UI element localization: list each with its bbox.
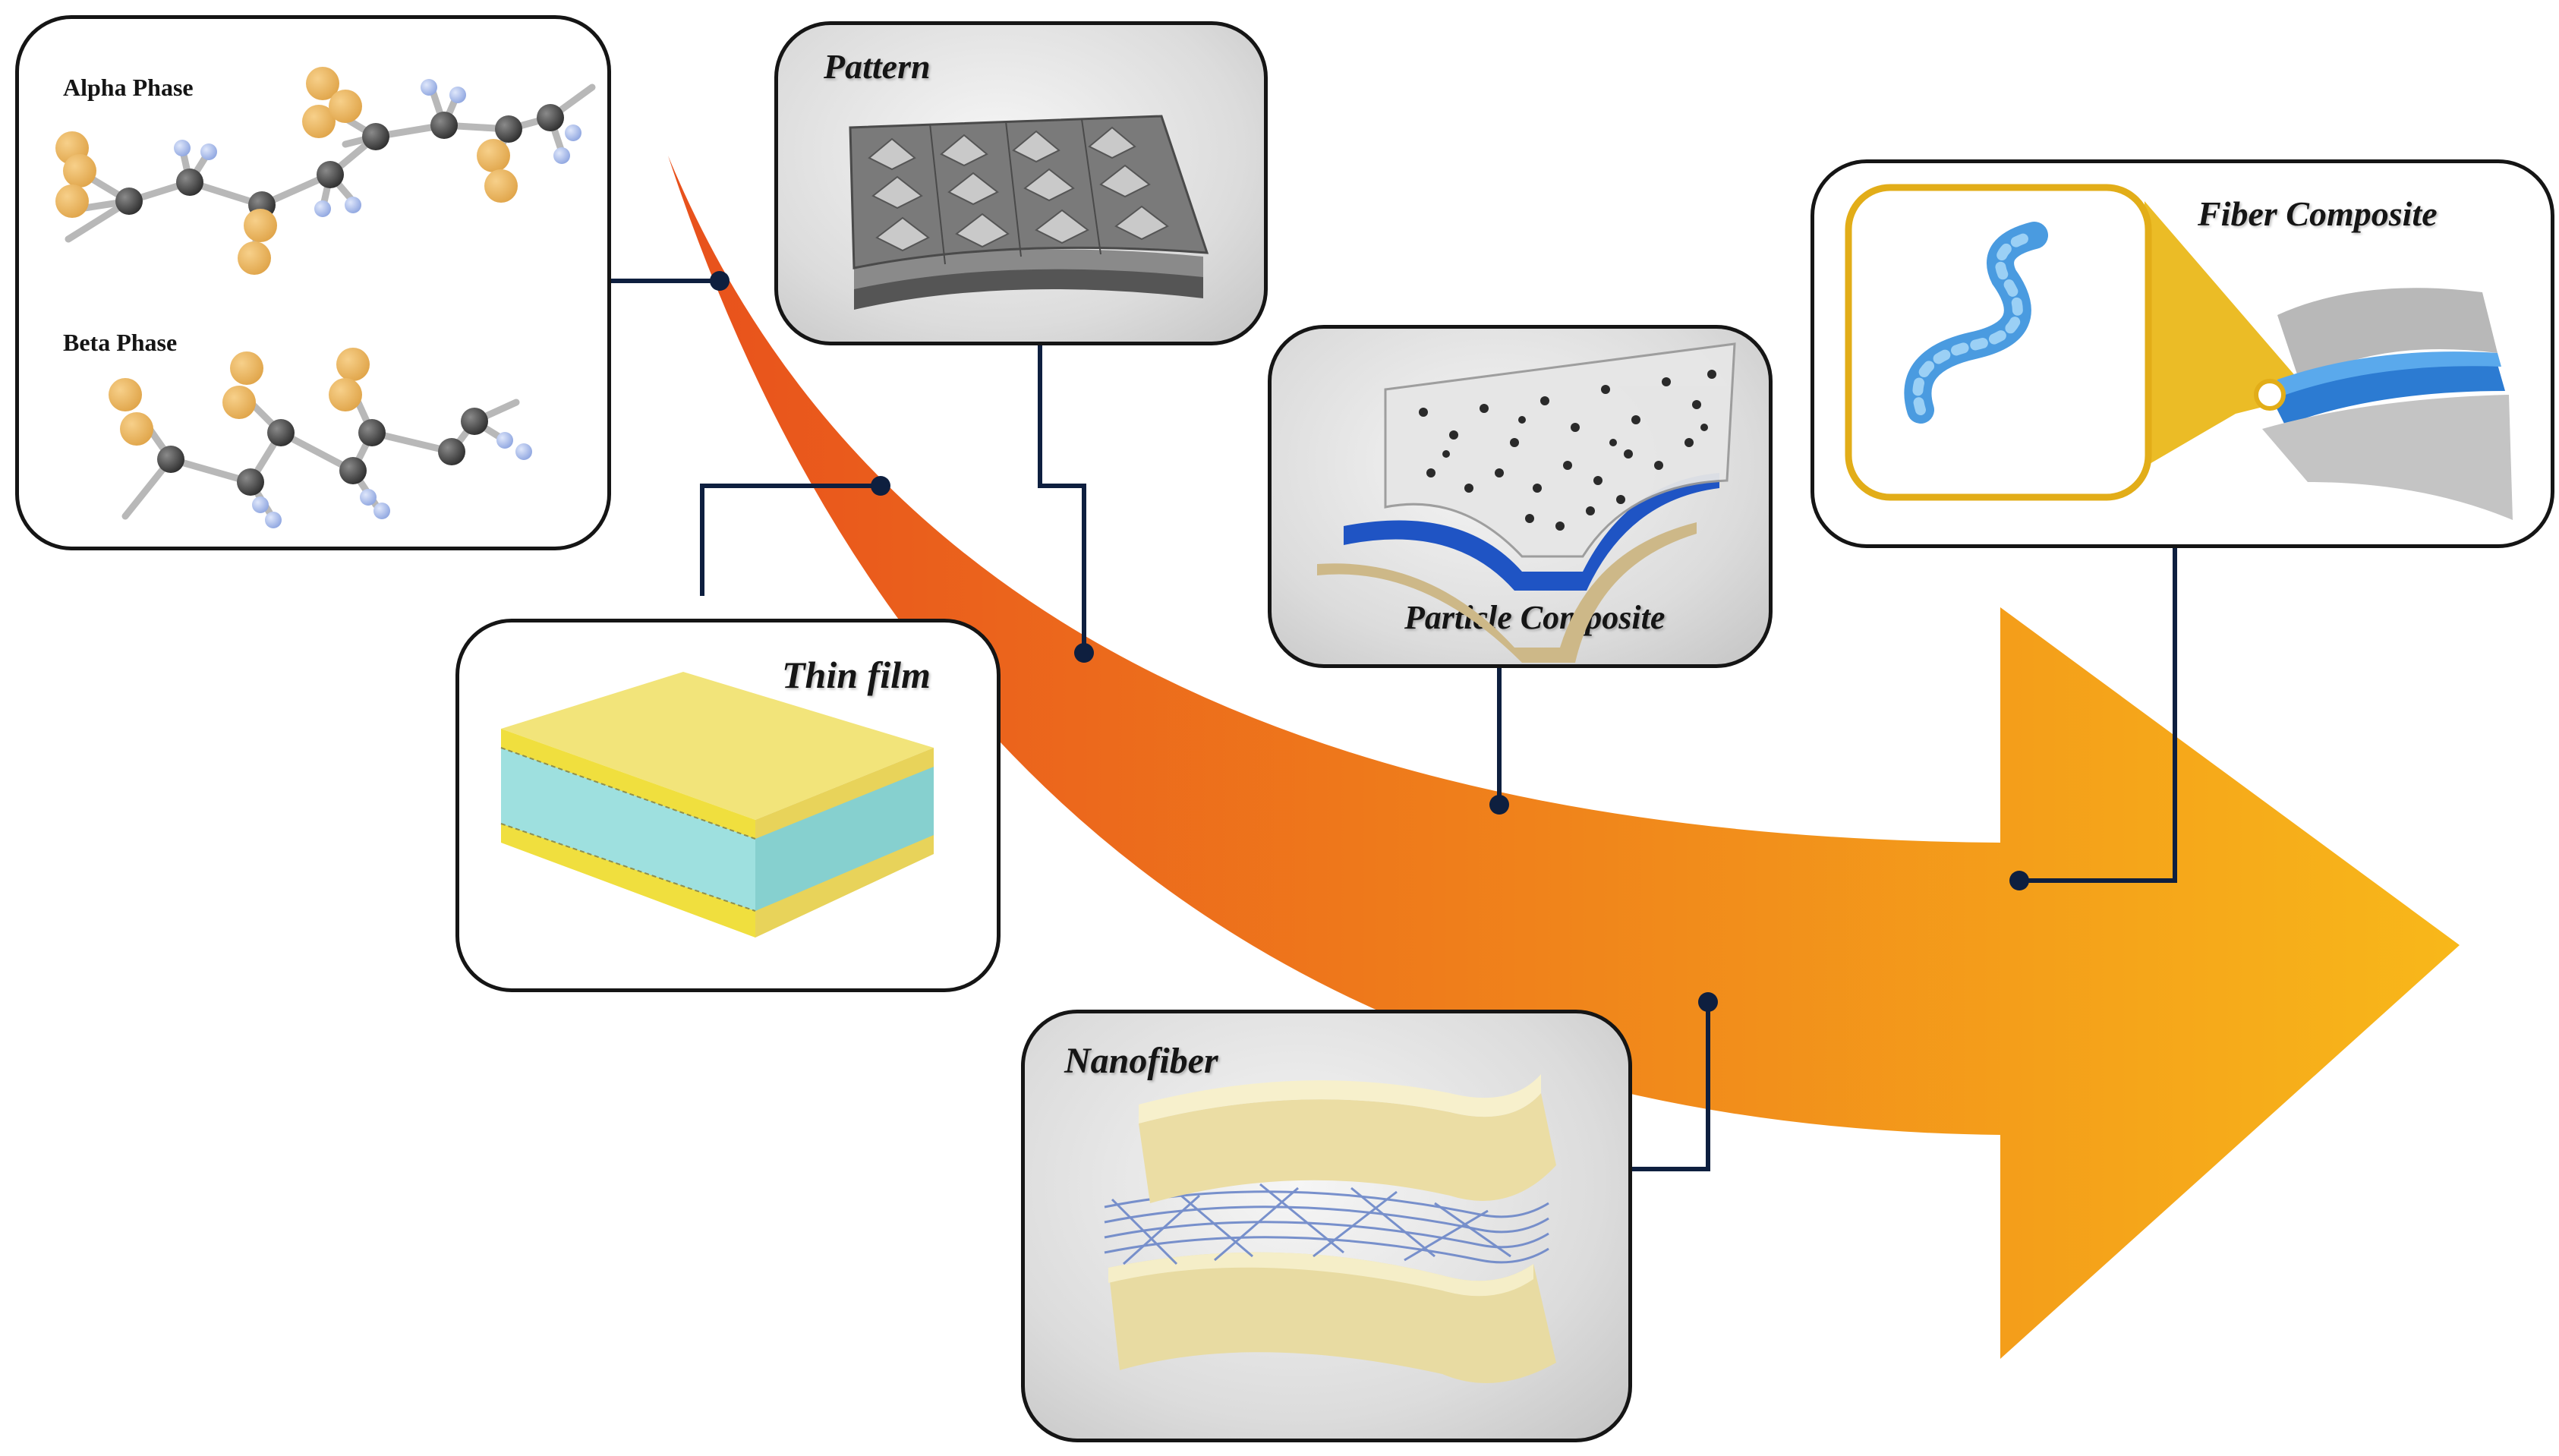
connector-dots — [710, 271, 2029, 1012]
particle-composite-panel: Particle Composite — [1268, 325, 1773, 668]
thin-film-title: Thin film — [782, 654, 931, 696]
thin-film-panel: Thin film — [455, 619, 1001, 992]
curved-arrow-shape — [668, 156, 2460, 1359]
particle-composite-title: Particle Composite — [1404, 599, 1666, 636]
fiber-composite-title: Fiber Composite — [2198, 194, 2438, 233]
alpha-phase-label: Alpha Phase — [63, 74, 194, 101]
beta-phase-label: Beta Phase — [63, 329, 178, 356]
pattern-illustration — [849, 115, 1209, 310]
fiber-composite-panel: Fiber Composite — [1811, 159, 2554, 548]
alpha-phase-atoms — [55, 67, 581, 275]
fiber-composite-illustration — [1845, 184, 2513, 520]
particle-composite-illustration — [1317, 342, 1736, 663]
thin-film-illustration — [500, 672, 934, 938]
beta-phase-atoms — [109, 348, 532, 528]
pattern-panel: Pattern — [774, 21, 1268, 345]
nanofiber-title: Nanofiber — [1064, 1041, 1218, 1081]
connector-lines — [611, 279, 2177, 1171]
pattern-title: Pattern — [824, 47, 931, 86]
molecular-phase-panel: Alpha Phase Beta Phase — [15, 15, 611, 550]
nanofiber-panel: Nanofiber — [1021, 1010, 1632, 1442]
nanofiber-illustration — [1104, 1074, 1556, 1383]
molecule-diagrams — [55, 67, 596, 528]
